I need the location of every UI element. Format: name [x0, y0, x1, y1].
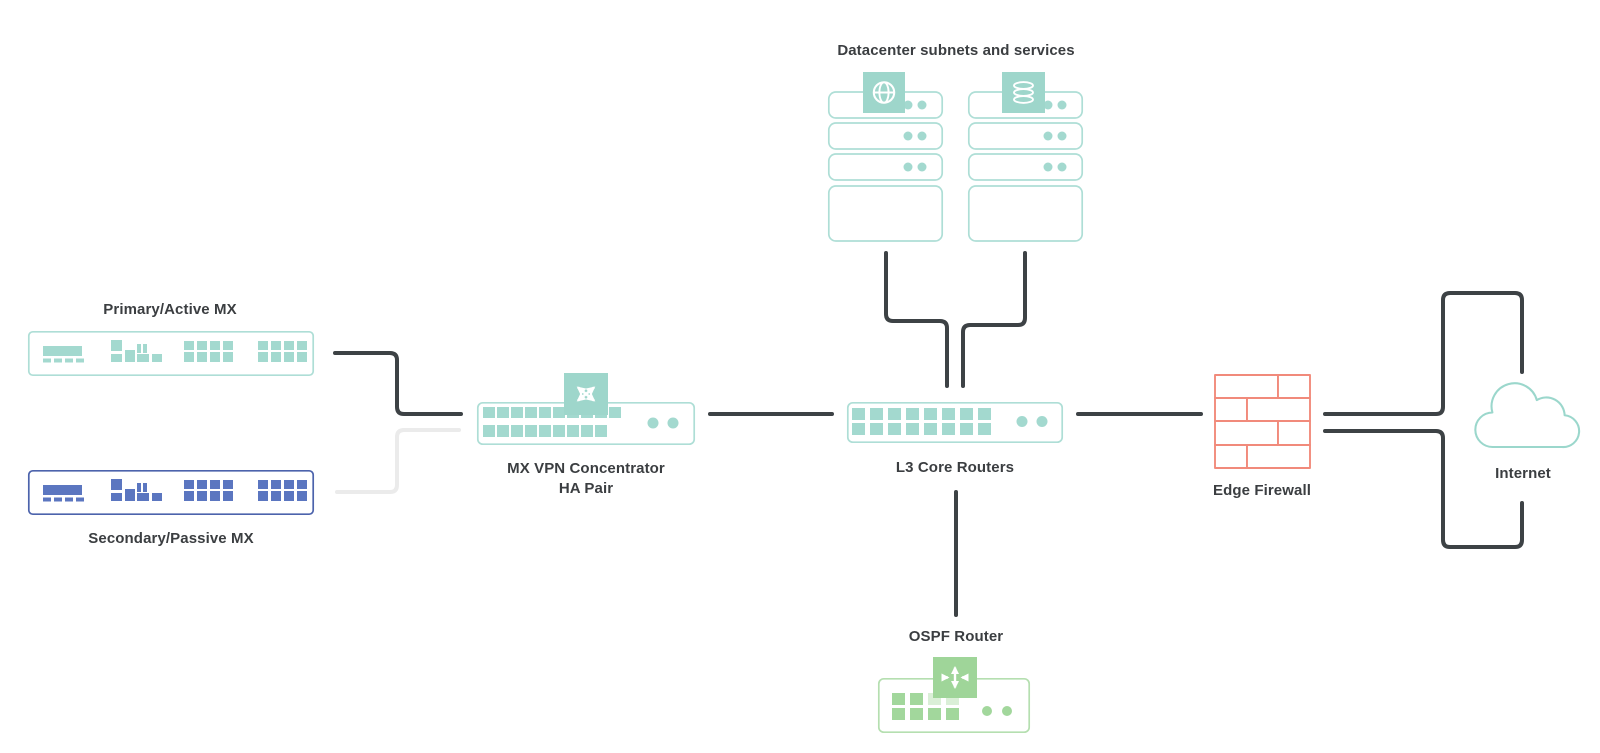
label-secondary-mx: Secondary/Passive MX: [88, 530, 254, 547]
label-internet: Internet: [1495, 465, 1551, 482]
l3-core-routers-appliance: [846, 401, 1064, 444]
cloud-icon: [1474, 382, 1581, 449]
ospf-router-appliance: [877, 677, 1031, 734]
label-vpn-concentrator-line1: MX VPN Concentrator: [507, 460, 665, 477]
label-datacenter: Datacenter subnets and services: [837, 42, 1075, 59]
label-l3-core: L3 Core Routers: [895, 459, 1015, 476]
connector-firewall-internet-top: [1323, 291, 1524, 416]
firewall-bricks-icon: [1214, 374, 1311, 469]
datacenter-web-stack: [827, 72, 944, 242]
datacenter-db-stack: [967, 72, 1084, 242]
connector-right-stack-to-l3: [961, 251, 1027, 388]
label-ospf: OSPF Router: [908, 628, 1004, 645]
label-vpn-concentrator: MX VPN Concentrator HA Pair: [507, 459, 665, 499]
router-arrows-icon: [933, 657, 977, 698]
label-primary-mx: Primary/Active MX: [103, 301, 237, 318]
connector-secondary-mx-to-vpn: [335, 428, 461, 494]
vpn-crossed-arrows-icon: [564, 373, 608, 415]
database-icon: [1002, 72, 1045, 113]
primary-mx-appliance: [27, 330, 315, 377]
connector-left-stack-to-l3: [884, 251, 949, 388]
secondary-mx-appliance: [27, 469, 315, 516]
connector-firewall-internet-bottom: [1323, 429, 1524, 549]
connector-primary-mx-to-vpn: [333, 351, 463, 416]
globe-icon: [863, 72, 905, 113]
label-edge-firewall: Edge Firewall: [1213, 482, 1311, 499]
label-vpn-concentrator-line2: HA Pair: [558, 480, 614, 497]
mx-vpn-concentrator-appliance: [476, 401, 696, 446]
